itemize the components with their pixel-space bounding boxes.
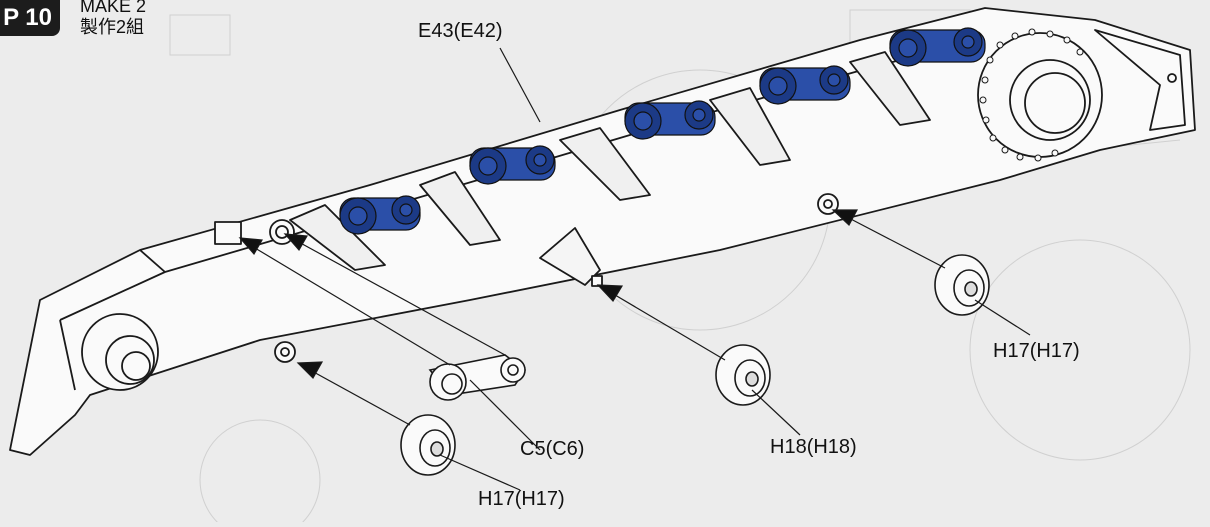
suspension-body xyxy=(9,7,1196,456)
part-label-wheel-right: H17(H17) xyxy=(993,340,1080,362)
assembly-arrows xyxy=(238,47,1031,491)
part-label-bracket: C5(C6) xyxy=(520,438,585,460)
torsion-arm xyxy=(624,100,716,140)
part-label-body: E43(E42) xyxy=(418,20,503,42)
torsion-arm xyxy=(339,195,421,235)
part-label-wheel-left: H17(H17) xyxy=(478,488,565,510)
torsion-arms-highlighted xyxy=(339,27,986,235)
torsion-arm xyxy=(889,27,986,67)
bracket-part xyxy=(428,354,527,401)
part-label-wheel-middle: H18(H18) xyxy=(770,436,857,458)
road-wheel-right xyxy=(934,254,990,316)
road-wheel-middle xyxy=(715,344,771,406)
road-wheel-left xyxy=(400,414,456,476)
step-badge: P 10 xyxy=(0,0,60,36)
torsion-arm xyxy=(469,145,556,185)
make-count-label: MAKE 2 xyxy=(80,0,147,16)
torsion-arm xyxy=(759,65,851,105)
make-count-label-chinese: 製作2組 xyxy=(80,17,145,37)
